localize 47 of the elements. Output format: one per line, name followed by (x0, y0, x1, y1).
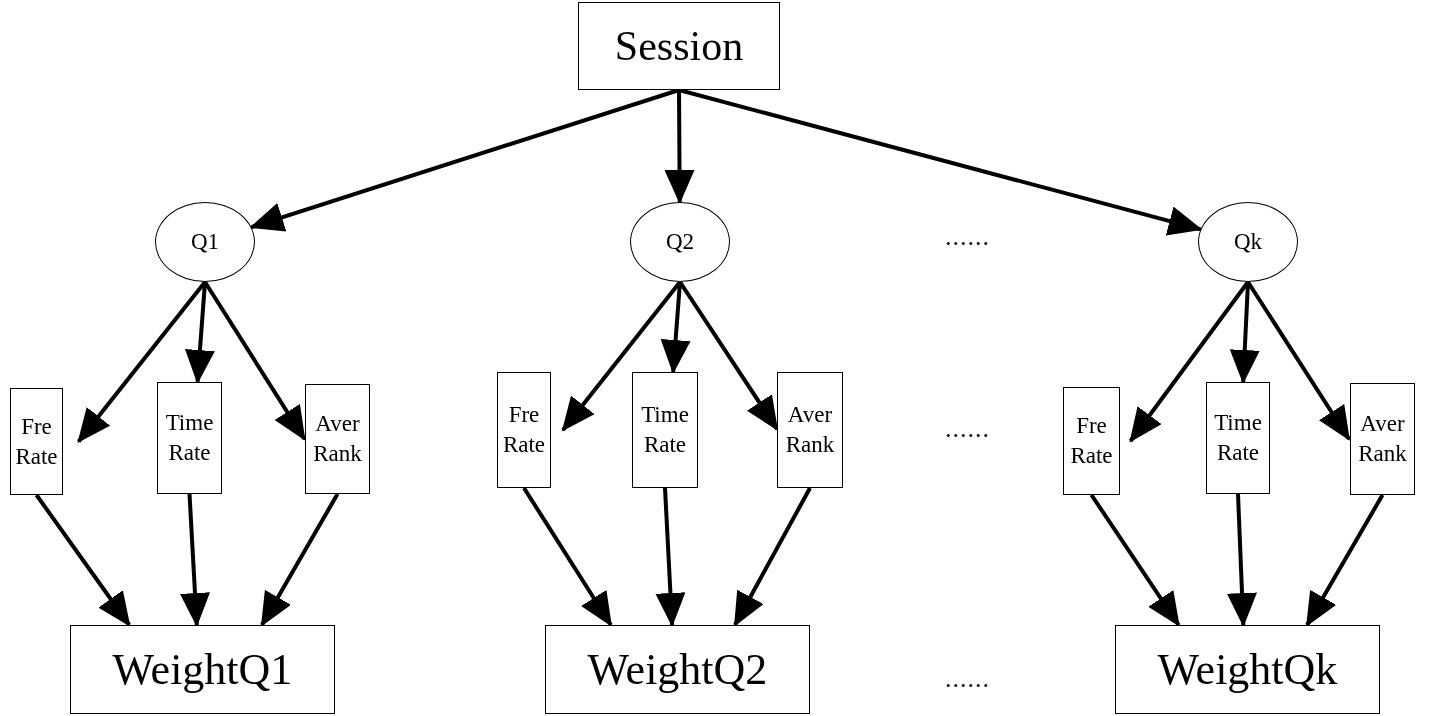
arrow (260, 493, 340, 627)
node-box (10, 388, 63, 495)
arrow (664, 90, 695, 204)
arrow (678, 280, 779, 431)
node-box (1115, 625, 1380, 714)
node-label: WeightQ1 (111, 643, 294, 696)
node-label: Fre Rate (1069, 412, 1114, 470)
arrow (1246, 280, 1351, 441)
node-box (497, 372, 551, 488)
arrow (1089, 493, 1181, 627)
node-label: WeightQk (1156, 643, 1339, 696)
node-label: Session (613, 21, 745, 71)
arrow (1227, 493, 1257, 627)
node-box (1350, 383, 1415, 495)
arrow (733, 487, 812, 627)
node-box (1206, 382, 1270, 494)
arrow (678, 88, 1203, 236)
node-label: Aver Rank (1357, 410, 1408, 468)
node-label: Aver Rank (784, 401, 836, 459)
node-label: Fre Rate (501, 401, 547, 459)
node-box (777, 372, 843, 488)
node-label: Q2 (664, 228, 696, 257)
node-box (1063, 387, 1120, 495)
node-box (157, 382, 222, 494)
arrow (522, 486, 613, 627)
node-label: Time Rate (1213, 409, 1263, 467)
node-label: Time Rate (640, 401, 690, 459)
ellipsis-label: ...... (945, 222, 990, 252)
arrow (1305, 494, 1385, 627)
arrow (249, 88, 680, 232)
arrow (180, 493, 210, 627)
ellipsis-label: ...... (945, 664, 990, 694)
node-label: Aver Rank (312, 410, 363, 468)
node-label: Qk (1232, 228, 1264, 257)
node-label: Time Rate (164, 409, 215, 467)
node-box (305, 384, 370, 494)
node-box (545, 625, 810, 714)
node-box (578, 2, 780, 90)
arrow (34, 493, 131, 627)
arrow (655, 487, 686, 627)
ellipsis-label: ...... (945, 414, 990, 444)
arrow (203, 280, 307, 441)
node-box (632, 372, 698, 488)
node-label: Q1 (189, 228, 221, 257)
node-label: WeightQ2 (586, 643, 769, 696)
node-label: Fre Rate (14, 412, 59, 471)
node-box (70, 625, 335, 714)
